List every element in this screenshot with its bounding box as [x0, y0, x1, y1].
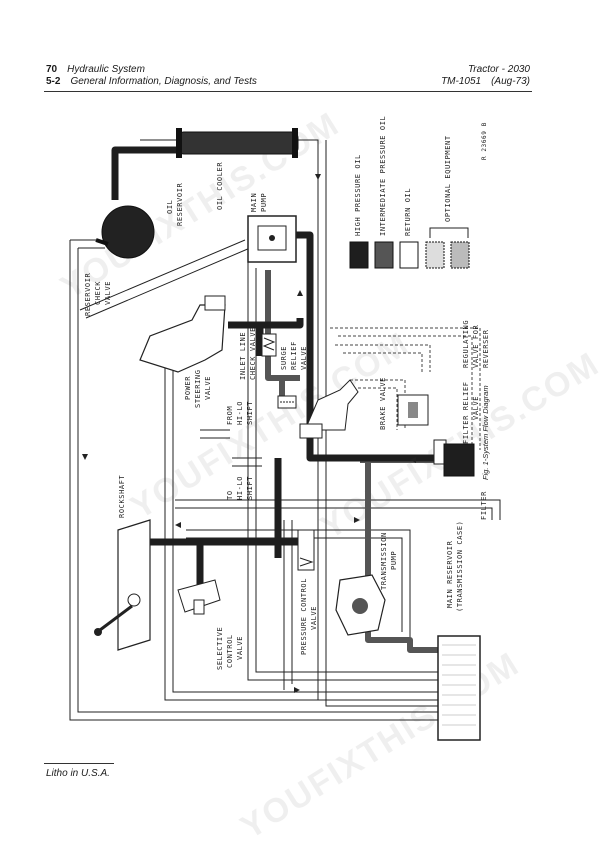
label-oil-reservoir: OIL: [166, 200, 174, 214]
legend-swatch-intermediate: [374, 241, 394, 269]
pressure-control-valve: [297, 529, 315, 571]
label-filter: FILTER: [480, 491, 488, 520]
filter: [443, 443, 475, 477]
arrow-icon: [410, 457, 416, 463]
label-pressure-control: VALVE: [310, 606, 318, 630]
arrow-icon: [175, 522, 181, 528]
brake-valve: [299, 379, 359, 439]
label-reservoir-check: VALVE: [104, 281, 112, 305]
label-power-steering: POWER: [184, 376, 192, 400]
label-power-steering: VALVE: [204, 376, 212, 400]
label-selective-control: CONTROL: [226, 634, 234, 668]
manual-number: TM-1051: [441, 76, 482, 87]
arrow-icon: [82, 454, 88, 460]
watermark-text: YOUFIXTHIS.COM: [234, 645, 526, 847]
footer-rule: [44, 763, 114, 764]
label-surge-relief: VALVE: [300, 346, 308, 370]
footer-text: Litho in U.S.A.: [46, 768, 110, 779]
arrow-icon: [315, 174, 321, 180]
label-from-hilo: FROM: [226, 406, 234, 425]
tractor-model: Tractor - 2030: [467, 64, 530, 75]
label-transmission-pump: PUMP: [390, 551, 398, 570]
legend-ref: R 23669 B: [481, 122, 488, 160]
page-number: 70: [46, 64, 58, 75]
page-header-right: Tractor - 2030 TM-1051 (Aug-73): [441, 64, 530, 88]
label-oil-reservoir: RESERVOIR: [176, 182, 184, 226]
label-reservoir-check: CHECK: [94, 281, 102, 305]
main-reservoir: [437, 635, 481, 741]
label-from-hilo: HI-LO: [236, 401, 244, 425]
label-inlet-check: INLET LINE: [239, 332, 247, 380]
manual-date: (Aug-73): [491, 76, 530, 87]
oil-reservoir: [95, 205, 155, 259]
label-from-hilo: SHIFT: [246, 401, 254, 425]
label-regulating-valve: REVERSER: [482, 329, 490, 368]
main-pump: [247, 215, 297, 263]
page-header-left: 70 Hydraulic System 5-2 General Informatio…: [46, 64, 257, 88]
inlet-check-valve: [261, 333, 277, 357]
legend-swatch-high: [349, 241, 369, 269]
label-reservoir-check: RESERVOIR: [84, 272, 92, 316]
legend-label: HIGH PRESSURE OIL: [354, 154, 362, 236]
legend-swatch-optional-2: [450, 241, 470, 269]
section-title: Hydraulic System: [67, 64, 145, 75]
label-selective-control: VALVE: [236, 636, 244, 660]
rockshaft: [94, 519, 151, 651]
arrow-icon: [297, 290, 303, 296]
label-to-hilo: SHIFT: [246, 476, 254, 500]
selective-control-valve: [177, 579, 221, 615]
flow-arrows: [82, 174, 416, 693]
label-main-reservoir: MAIN RESERVOIR: [446, 540, 454, 608]
legend-label: INTERMEDIATE PRESSURE OIL: [379, 116, 387, 236]
label-filter-relief: FILTER RELIEF: [462, 381, 470, 444]
header-rule: [44, 91, 532, 92]
power-steering-valve: [139, 295, 226, 373]
label-to-hilo: TO: [226, 490, 234, 500]
label-main-pump: MAIN: [250, 193, 258, 212]
legend-swatch-return: [399, 241, 419, 269]
section-number: 5-2: [46, 76, 61, 87]
transmission-pump: [335, 574, 386, 636]
label-selective-control: SELECTIVE: [216, 627, 224, 670]
arrow-icon: [354, 517, 360, 523]
label-surge-relief: SURGE: [280, 346, 288, 370]
label-inlet-check: CHECK VALVE: [249, 327, 257, 380]
label-regulating-valve: VALVE FOR: [472, 324, 480, 368]
label-main-reservoir: (TRANSMISSION CASE): [456, 521, 464, 612]
figure-caption: Fig. 1-System Flow Diagram: [481, 385, 490, 480]
high-pressure-lines: [111, 146, 440, 590]
optional-lines: [330, 327, 481, 450]
surge-relief-valve: [277, 395, 297, 409]
label-rockshaft: ROCKSHAFT: [118, 474, 126, 518]
label-pressure-control: PRESSURE CONTROL: [300, 578, 308, 655]
arrow-icon: [294, 687, 300, 693]
label-brake-valve: BRAKE VALVE: [379, 377, 387, 430]
label-transmission-pump: TRANSMISSION: [380, 532, 388, 590]
label-filter-relief: VALVE: [472, 396, 480, 420]
oil-cooler: [176, 128, 299, 158]
legend: HIGH PRESSURE OIL INTERMEDIATE PRESSURE …: [349, 116, 488, 269]
label-oil-cooler: OIL COOLER: [216, 162, 224, 210]
label-power-steering: STEERING: [194, 369, 202, 408]
label-to-hilo: HI-LO: [236, 476, 244, 500]
legend-label: RETURN OIL: [404, 188, 412, 236]
return-oil-lines: [69, 139, 501, 721]
label-surge-relief: RELIEF: [290, 341, 298, 370]
component-labels: OIL COOLER OIL RESERVOIR MAIN PUMP RESER…: [84, 162, 490, 670]
regulating-valve: [397, 394, 429, 426]
legend-label: OPTIONAL EQUIPMENT: [444, 135, 452, 222]
label-regulating-valve: REGULATING: [462, 320, 470, 368]
label-main-pump: PUMP: [260, 193, 268, 212]
section-subtitle: General Information, Diagnosis, and Test…: [70, 76, 257, 87]
legend-swatch-optional-1: [425, 241, 445, 269]
